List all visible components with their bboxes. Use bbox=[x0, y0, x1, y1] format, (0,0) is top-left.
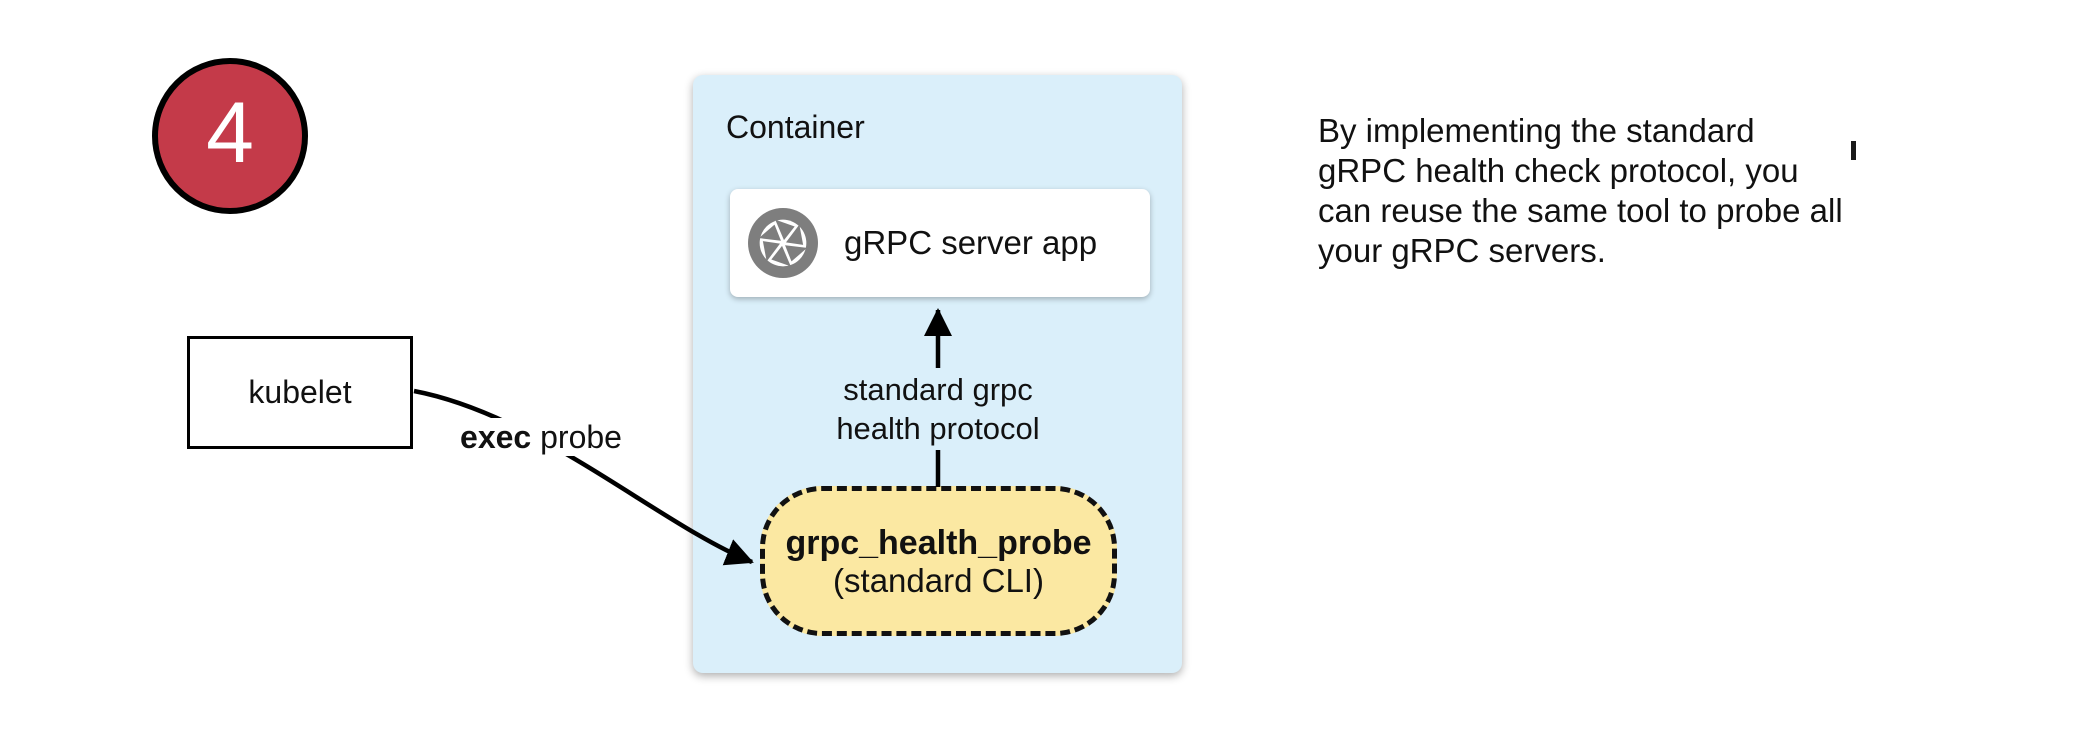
grpc-server-label: gRPC server app bbox=[844, 224, 1098, 261]
step-number: 4 bbox=[206, 85, 254, 181]
exec-probe-label-bold: exec bbox=[460, 418, 532, 455]
kubelet-box: kubelet bbox=[187, 336, 413, 449]
probe-subtitle: (standard CLI) bbox=[833, 561, 1044, 599]
probe-title: grpc_health_probe bbox=[785, 523, 1092, 562]
health-protocol-label: standard grpc health protocol bbox=[830, 368, 1046, 450]
text-cursor bbox=[1851, 141, 1856, 160]
note-text: By implementing the standard gRPC health… bbox=[1318, 112, 1843, 269]
exec-probe-label: exec probe bbox=[450, 418, 632, 456]
container-box: Container gRPC server app grpc_health_pr… bbox=[693, 75, 1182, 673]
aperture-icon bbox=[748, 208, 818, 278]
container-label: Container bbox=[726, 109, 865, 145]
grpc-server-box: gRPC server app bbox=[730, 189, 1150, 297]
kubelet-label: kubelet bbox=[248, 374, 352, 410]
step-badge: 4 bbox=[152, 58, 308, 214]
exec-probe-label-rest: probe bbox=[531, 418, 622, 455]
health-probe-pill: grpc_health_probe (standard CLI) bbox=[760, 486, 1117, 636]
